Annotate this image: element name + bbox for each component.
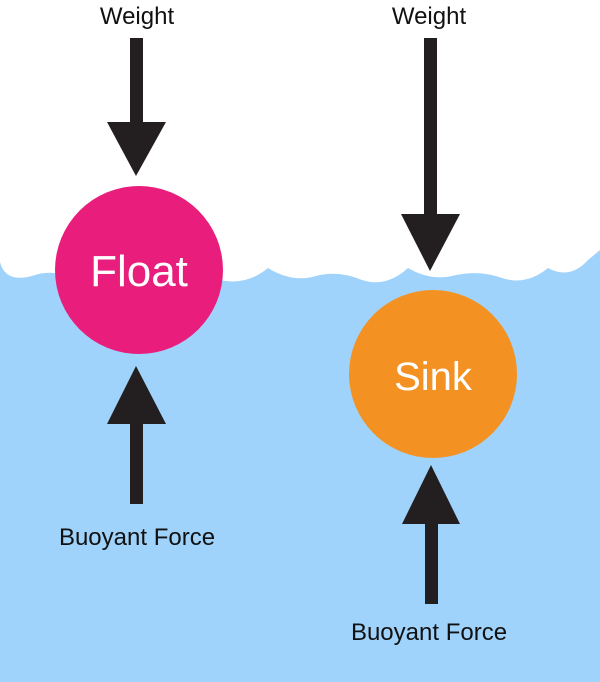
sink-buoyant-arrow-head <box>402 465 460 524</box>
float-ball-label: Float <box>90 247 188 296</box>
sink-ball <box>349 290 517 458</box>
float-ball <box>55 186 223 354</box>
sink-group: Sink Weight Buoyant Force <box>349 3 517 646</box>
sink-weight-arrow-shaft <box>424 38 437 218</box>
sink-weight-arrow-head <box>401 214 460 271</box>
sink-ball-label: Sink <box>394 355 473 399</box>
sink-weight-label: Weight <box>392 3 467 30</box>
sink-buoyant-label: Buoyant Force <box>351 619 507 646</box>
float-buoyant-arrow-shaft <box>130 414 143 504</box>
float-group: Float Weight Buoyant Force <box>55 3 223 551</box>
float-weight-arrow-head <box>107 122 166 176</box>
float-buoyant-label: Buoyant Force <box>59 524 215 551</box>
float-buoyant-arrow-head <box>107 366 166 424</box>
float-weight-label: Weight <box>100 3 175 30</box>
sink-buoyant-arrow-shaft <box>425 514 438 604</box>
float-weight-arrow-shaft <box>130 38 143 133</box>
